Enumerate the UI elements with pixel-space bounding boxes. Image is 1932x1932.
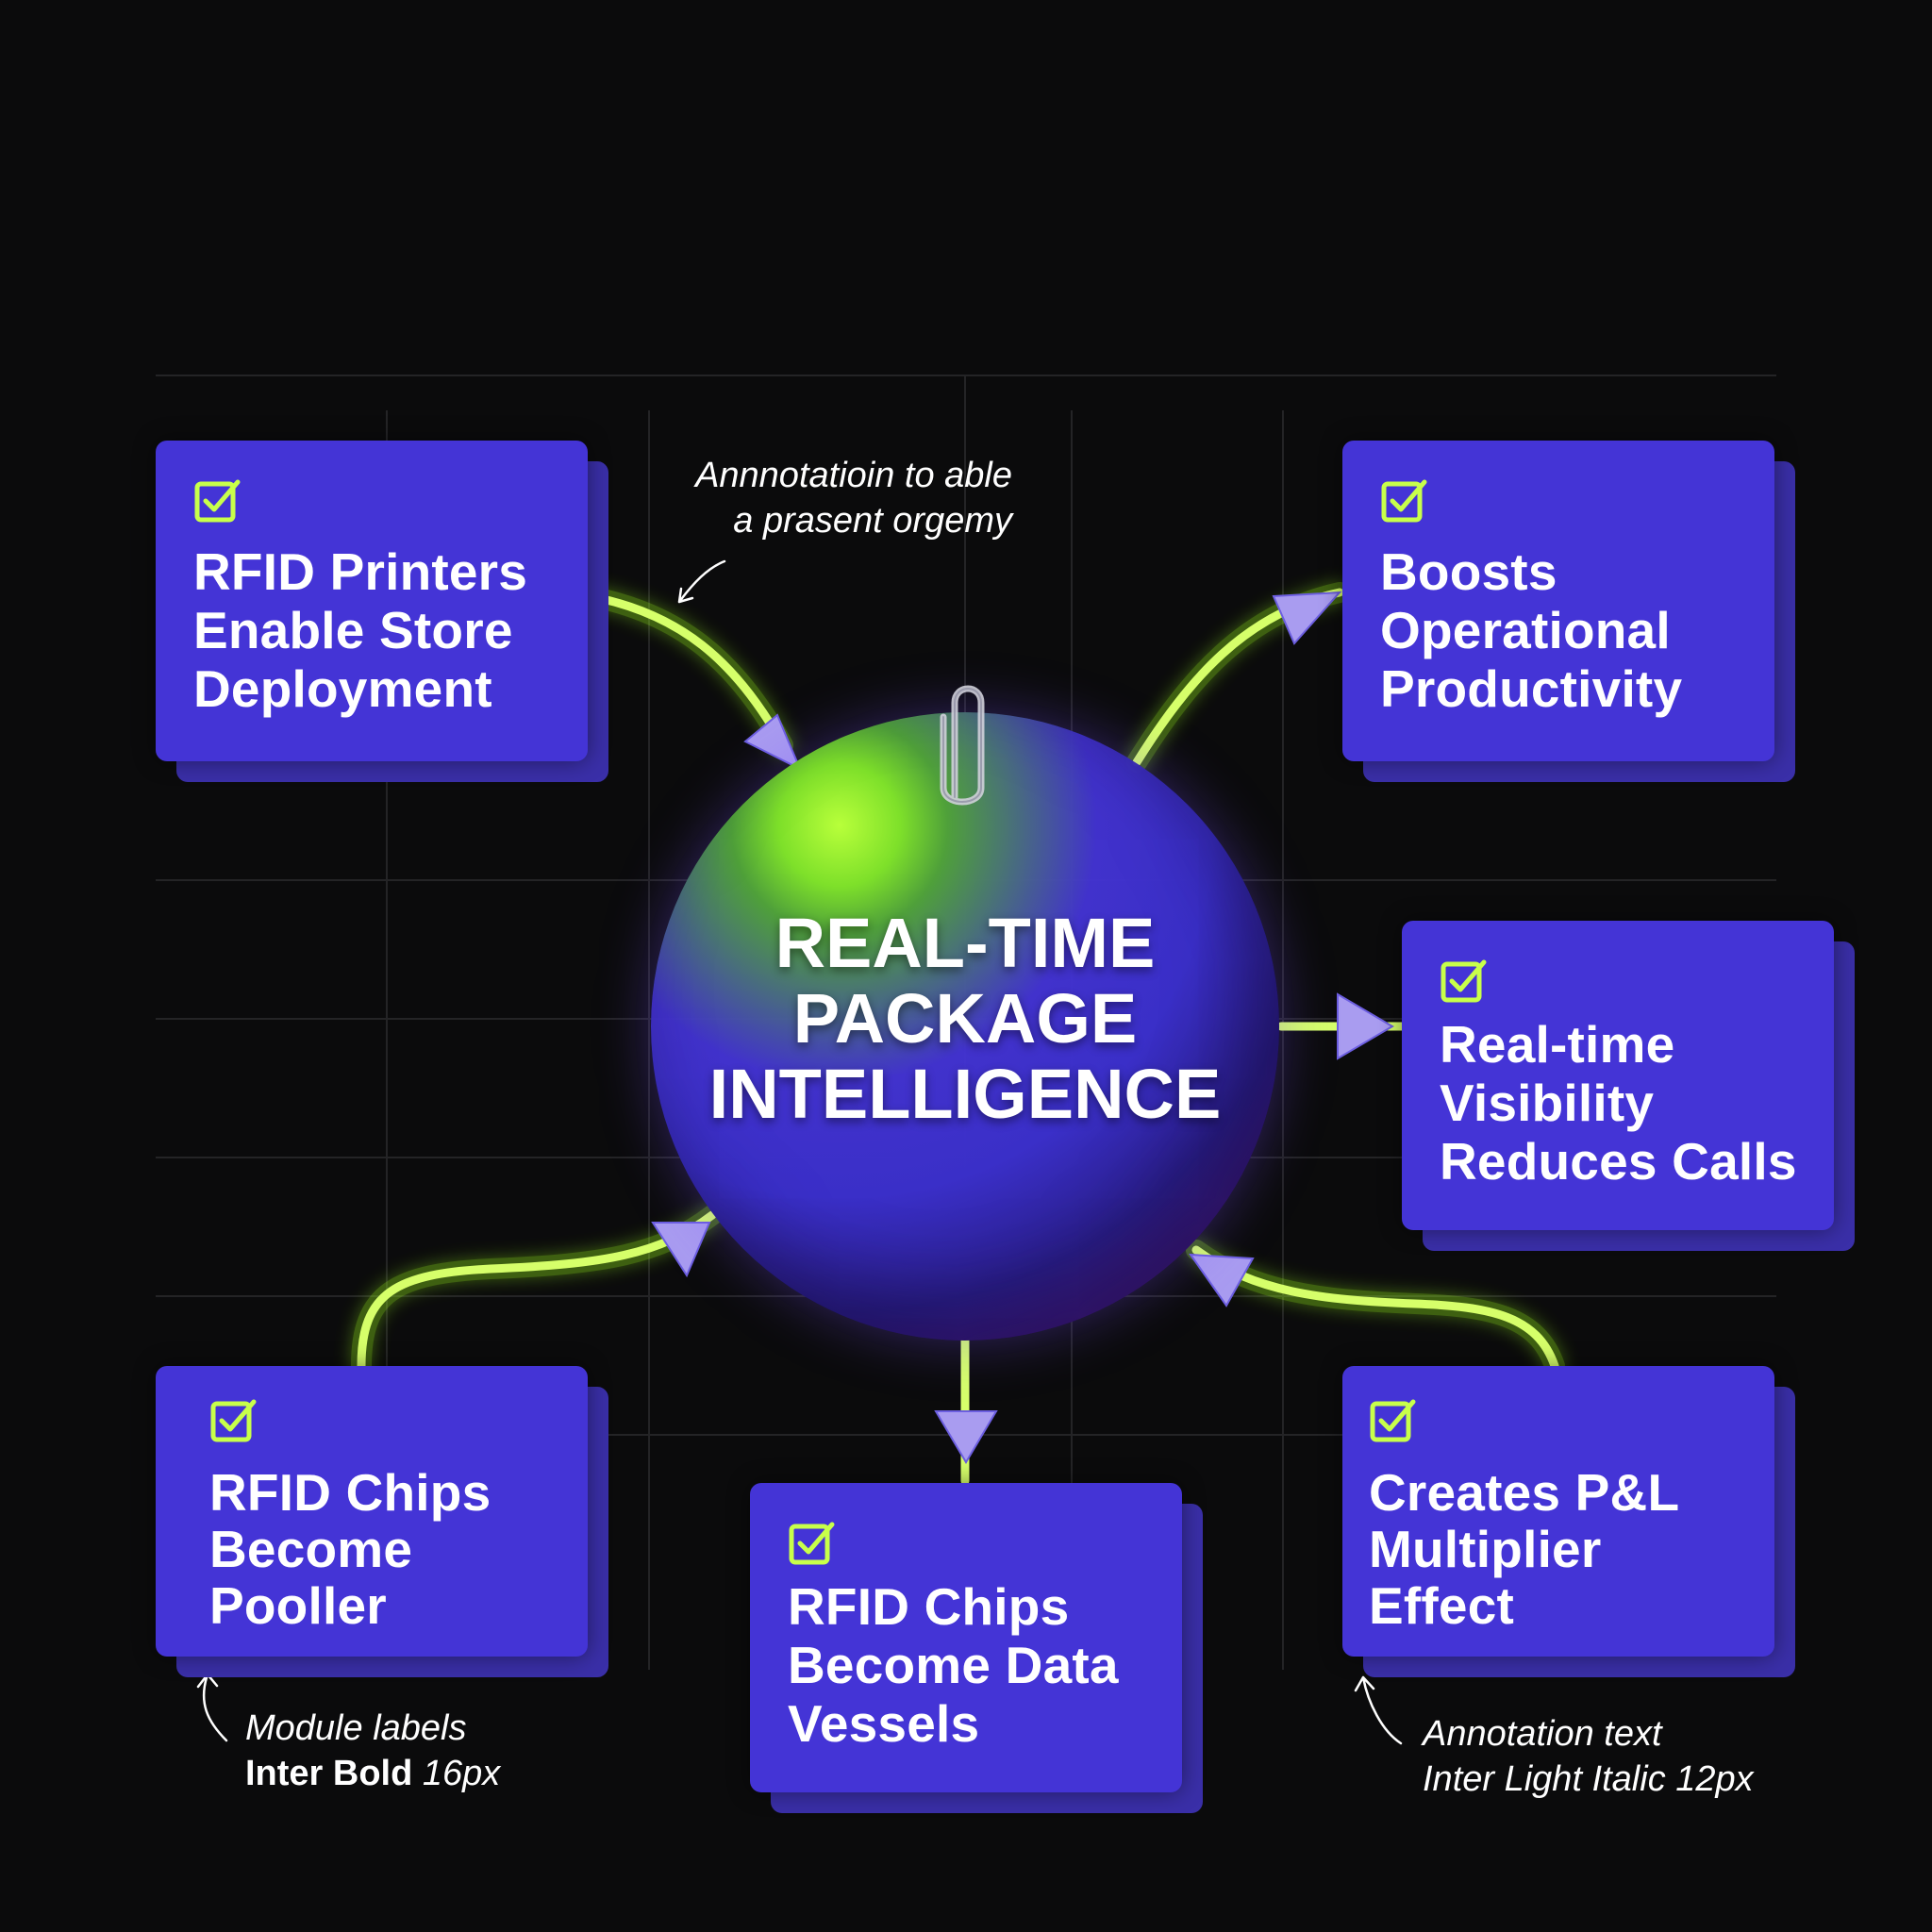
connector-rfid-chips-pooller <box>351 1205 723 1376</box>
module-label-line: RFID Printers <box>193 542 528 601</box>
hub-title-line: INTELLIGENCE <box>708 1055 1222 1133</box>
module-label: RFID Chips Become Pooller <box>209 1464 569 1634</box>
module-boosts-productivity: Boosts Operational Productivity <box>1342 441 1795 782</box>
module-rfid-printers: RFID Printers Enable Store Deployment <box>156 441 608 782</box>
module-label-line: Creates P&L <box>1369 1463 1680 1522</box>
module-label-line: Productivity <box>1380 659 1683 718</box>
card-face <box>1342 1366 1774 1657</box>
module-label-line: Become <box>209 1520 413 1578</box>
arrowheads <box>651 591 1394 1464</box>
annotation-top: Annnotatioin to able a prasent orgemy <box>649 453 1012 543</box>
checkbox-check-icon <box>1370 1399 1416 1442</box>
annotation-top-line1: Annnotatioin to able <box>695 456 1012 495</box>
connector-pl-multiplier <box>1186 1240 1565 1376</box>
card-face <box>156 1366 588 1657</box>
module-label-line: Visibility <box>1440 1074 1655 1132</box>
annotation-bottom-right: Annotation text Inter Light Italic 12px <box>1423 1711 1754 1802</box>
checkbox-check-icon <box>194 479 241 523</box>
module-pl-multiplier: Creates P&L Multiplier Effect <box>1342 1366 1795 1677</box>
annotation-arrow-icon <box>196 1673 228 1742</box>
module-label-line: RFID Chips <box>209 1463 491 1522</box>
checkbox-check-icon <box>1381 479 1427 523</box>
annotation-bold-text: Inter Bold <box>245 1754 413 1793</box>
module-label-line: Reduces Calls <box>1440 1132 1797 1191</box>
module-label-line: Deployment <box>193 659 492 718</box>
hub-title: REAL-TIME PACKAGE INTELLIGENCE <box>651 906 1279 1132</box>
module-rfid-chips-data-vessels: RFID Chips Become Data Vessels <box>750 1483 1203 1813</box>
module-label-line: Effect <box>1369 1576 1515 1635</box>
module-label: Real-time Visibility Reduces Calls <box>1440 1015 1815 1191</box>
module-label-line: Enable Store <box>193 601 513 659</box>
annotation-bottom-right-line2: Inter Light Italic 12px <box>1423 1759 1754 1799</box>
checkbox-check-icon <box>1441 959 1487 1003</box>
module-real-time-visibility: Real-time Visibility Reduces Calls <box>1402 921 1855 1251</box>
checkbox-check-icon <box>789 1522 835 1565</box>
module-label-line: Boosts <box>1380 542 1557 601</box>
module-label-line: RFID Chips <box>788 1577 1070 1636</box>
annotation-size-text: 16px <box>412 1754 501 1793</box>
annotation-top-line2: a prasent orgemy <box>733 501 1012 541</box>
annotation-bottom-left: Module labels Inter Bold 16px <box>245 1706 500 1796</box>
module-label-line: Operational <box>1380 601 1671 659</box>
hub-sphere: REAL-TIME PACKAGE INTELLIGENCE <box>651 712 1279 1341</box>
triangle-arrow-icon <box>934 1410 998 1464</box>
module-label: Boosts Operational Productivity <box>1380 542 1756 718</box>
hub-title-line: PACKAGE <box>792 979 1138 1058</box>
annotation-arrow-icon <box>677 559 726 604</box>
annotation-bottom-left-line2: Inter Bold 16px <box>245 1751 500 1796</box>
triangle-arrow-icon <box>651 1222 711 1278</box>
paperclip-icon <box>940 685 985 806</box>
module-rfid-chips-pooller: RFID Chips Become Pooller <box>156 1366 608 1677</box>
module-label: RFID Chips Become Data Vessels <box>788 1577 1163 1753</box>
module-label: RFID Printers Enable Store Deployment <box>193 542 569 718</box>
module-label-line: Multiplier <box>1369 1520 1602 1578</box>
checkbox-check-icon <box>210 1399 257 1442</box>
triangle-arrow-icon <box>1188 1253 1255 1307</box>
module-label-line: Vessels <box>788 1694 980 1753</box>
triangle-arrow-icon <box>1337 992 1394 1060</box>
triangle-arrow-icon <box>1272 591 1342 645</box>
triangle-arrow-icon <box>743 713 802 772</box>
hub-title-line: REAL-TIME <box>774 904 1156 982</box>
module-label-line: Real-time <box>1440 1015 1675 1074</box>
annotation-bottom-right-line1: Annotation text <box>1423 1714 1662 1754</box>
module-label-line: Become Data <box>788 1636 1119 1694</box>
annotation-arrow-icon <box>1354 1675 1403 1745</box>
connector-rfid-printers <box>579 586 793 756</box>
module-label-line: Pooller <box>209 1576 387 1635</box>
annotation-bottom-left-line1: Module labels <box>245 1708 467 1748</box>
module-label: Creates P&L Multiplier Effect <box>1369 1464 1756 1634</box>
